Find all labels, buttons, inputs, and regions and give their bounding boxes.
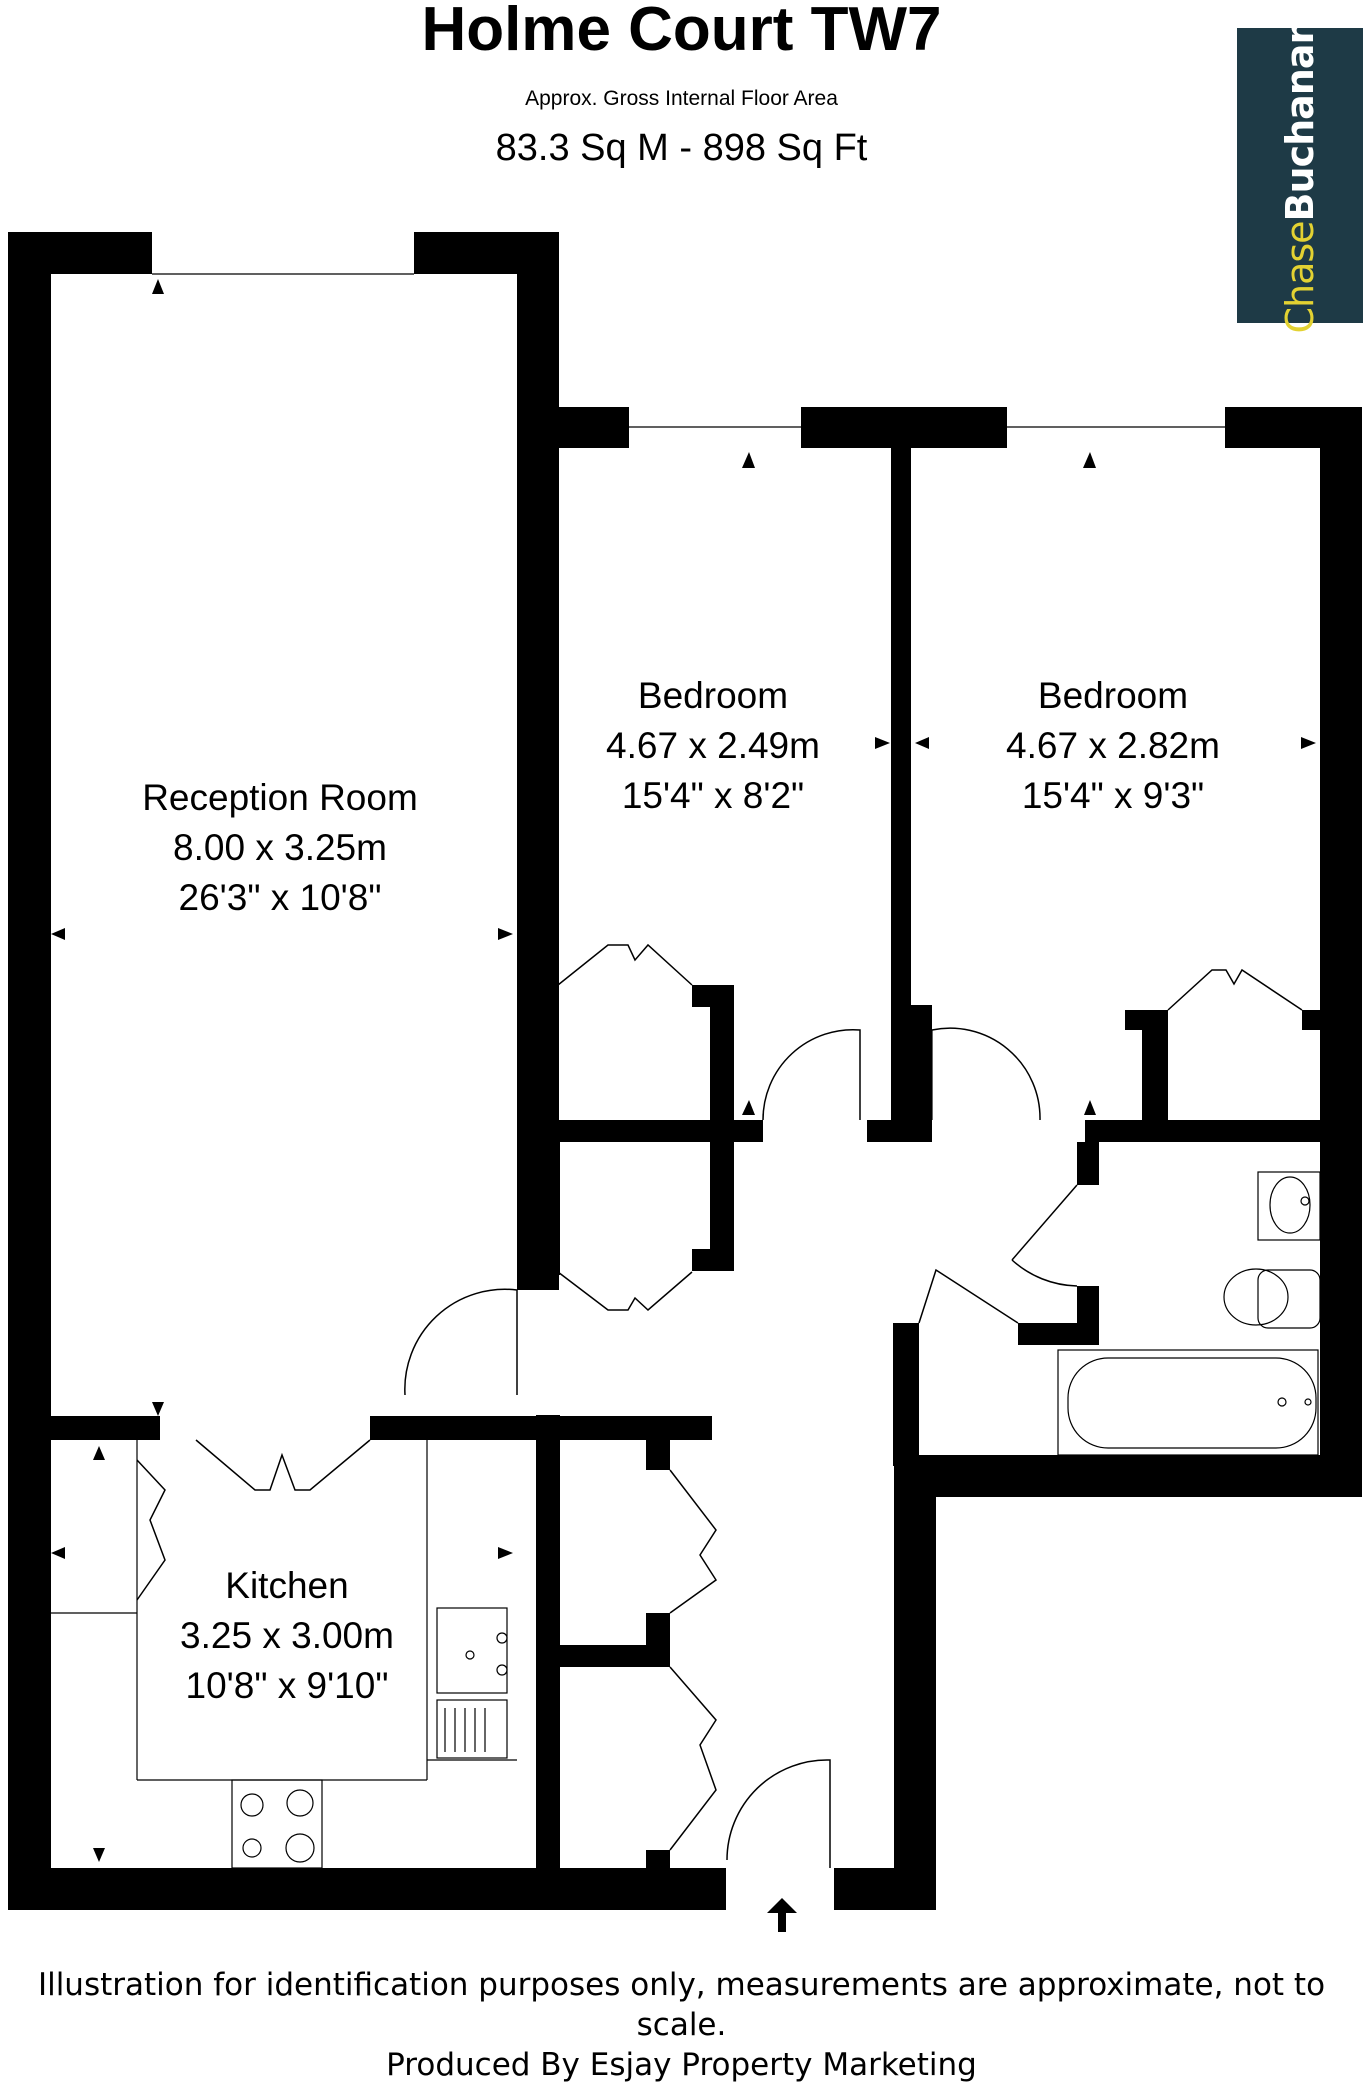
agent-logo: ChaseBuchanan xyxy=(1237,18,1363,334)
bedroom2-metric: 4.67 x 2.82m xyxy=(1006,725,1220,766)
kitchen-name: Kitchen xyxy=(225,1565,348,1606)
room-bedroom-2: Bedroom 4.67 x 2.82m 15'4" x 9'3" xyxy=(1006,675,1220,816)
bedroom1-metric: 4.67 x 2.49m xyxy=(606,725,820,766)
dimension-markers xyxy=(51,279,1316,1862)
room-kitchen: Kitchen 3.25 x 3.00m 10'8" x 9'10" xyxy=(180,1565,394,1706)
reception-name: Reception Room xyxy=(142,777,418,818)
disclaimer-line-2: Produced By Esjay Property Marketing xyxy=(386,2047,977,2083)
reception-metric: 8.00 x 3.25m xyxy=(173,827,387,868)
reception-imperial: 26'3" x 10'8" xyxy=(179,877,382,918)
walls xyxy=(8,232,1362,1910)
plan-title: Holme Court TW7 xyxy=(421,0,942,64)
bedroom1-name: Bedroom xyxy=(638,675,788,716)
entrance-arrow-icon xyxy=(767,1898,797,1932)
room-bedroom-1: Bedroom 4.67 x 2.49m 15'4" x 8'2" xyxy=(606,675,820,816)
disclaimer-line-1: Illustration for identification purposes… xyxy=(37,1967,1326,2043)
bedroom2-name: Bedroom xyxy=(1038,675,1188,716)
bedroom1-imperial: 15'4" x 8'2" xyxy=(622,775,804,816)
kitchen-metric: 3.25 x 3.00m xyxy=(180,1615,394,1656)
floor-area-label: Approx. Gross Internal Floor Area xyxy=(525,87,838,110)
floor-area-value: 83.3 Sq M - 898 Sq Ft xyxy=(495,127,868,169)
floor-plan: Reception Room 8.00 x 3.25m 26'3" x 10'8… xyxy=(8,232,1362,1932)
disclaimer: Illustration for identification purposes… xyxy=(0,1965,1363,2085)
bedroom2-imperial: 15'4" x 9'3" xyxy=(1022,775,1204,816)
kitchen-imperial: 10'8" x 9'10" xyxy=(186,1665,389,1706)
room-reception: Reception Room 8.00 x 3.25m 26'3" x 10'8… xyxy=(142,777,418,918)
fittings xyxy=(51,273,1321,1869)
